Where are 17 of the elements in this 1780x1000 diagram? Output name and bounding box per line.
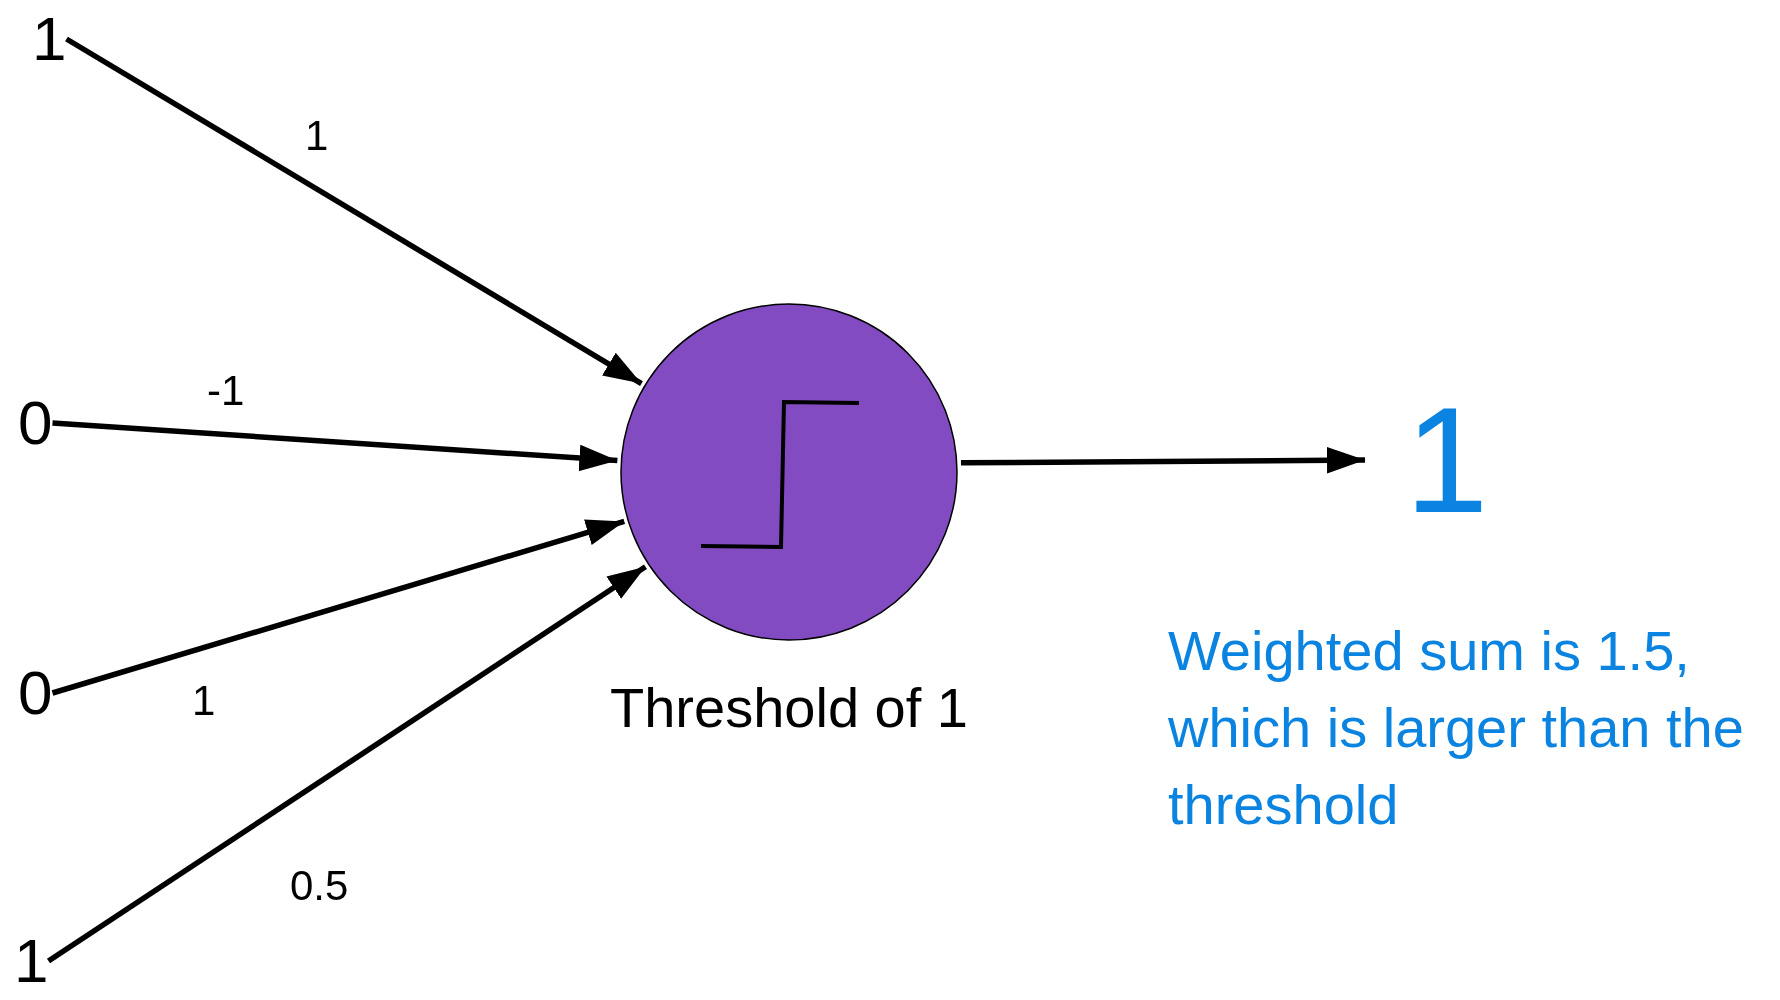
- input-value: 1: [32, 8, 67, 70]
- arrow: [52, 420, 618, 472]
- input-value: 0: [18, 662, 53, 724]
- arrow: [960, 446, 1365, 474]
- threshold-label: Threshold of 1: [609, 680, 969, 736]
- arrow: [65, 36, 643, 386]
- weight-label: -1: [207, 370, 245, 412]
- note-text: Weighted sum is 1.5, which is larger than the threshold: [1168, 618, 1745, 838]
- arrow: [51, 518, 626, 696]
- weight-label: 1: [192, 680, 216, 722]
- input-value: 1: [14, 930, 49, 992]
- weight-label: 1: [305, 115, 329, 157]
- weight-label: 0.5: [290, 865, 349, 907]
- arrow: [46, 564, 647, 964]
- input-value: 0: [18, 392, 53, 454]
- neuron-circle: [620, 303, 958, 641]
- output-value: 1: [1405, 385, 1489, 535]
